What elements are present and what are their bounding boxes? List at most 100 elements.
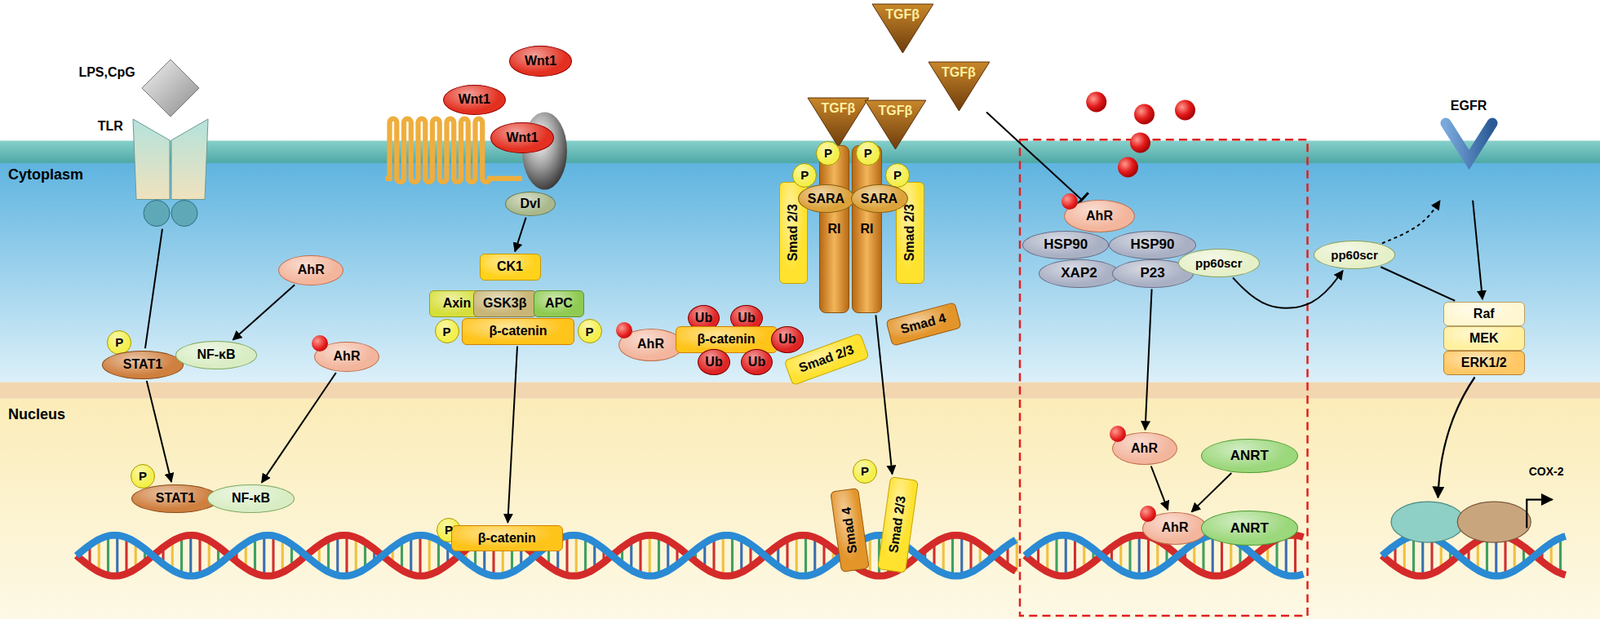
node-label: AhR: [297, 262, 325, 278]
node-label: Ub: [778, 332, 796, 347]
node-label: pp60scr: [1195, 256, 1243, 271]
kinase-box: ERK1/2: [1443, 350, 1525, 376]
background: [0, 398, 1600, 619]
dna-helix: [804, 535, 807, 577]
dna-helix: [565, 536, 568, 576]
kinase-box: Raf: [1443, 301, 1525, 327]
gene-label: COX-2: [1529, 465, 1565, 479]
node-label: STAT1: [123, 357, 163, 373]
node-label: SARA: [860, 191, 898, 207]
src-oval: pp60scr: [1313, 240, 1396, 270]
dna-helix: [1147, 536, 1150, 576]
node-label: Smad 4: [838, 506, 860, 555]
node-label: AhR: [637, 336, 665, 352]
signal-connector: [986, 112, 1082, 200]
sara-oval: SARA: [850, 184, 909, 213]
signal-connector: [1145, 288, 1153, 430]
node-label: Dvl: [520, 196, 541, 212]
dna-helix: [942, 538, 945, 574]
transcription-factors: [1457, 501, 1531, 543]
node-label: Axin: [443, 296, 472, 311]
kinase-box: MEK: [1443, 326, 1525, 351]
dna-helix: [1128, 536, 1131, 575]
dna-helix: [106, 536, 110, 576]
ligand-dot: [616, 322, 633, 339]
transcription-factors: [1391, 501, 1531, 543]
node-label: Smad 2/3: [785, 203, 801, 262]
node-label: NF-κB: [231, 491, 271, 506]
dna-helix: [124, 537, 128, 574]
dna-helix: [345, 535, 348, 577]
dna-helix: [336, 536, 339, 576]
beta-catenin-bar: β-catenin: [451, 525, 564, 553]
anrt-oval: ANRT: [1201, 510, 1299, 546]
dna-helix: [960, 536, 963, 577]
dna-helix: [1045, 539, 1049, 572]
node-label: Ub: [695, 310, 713, 326]
node-label: Ub: [704, 354, 723, 370]
node-label: Smad 4: [898, 310, 948, 337]
signal-connector: [232, 284, 295, 341]
signal-connector: [1232, 270, 1343, 309]
ligand-dots: [1174, 100, 1196, 121]
node-label: P: [864, 146, 873, 160]
dna-helix: [1275, 539, 1278, 572]
dna-helix: [428, 536, 431, 576]
background: [0, 141, 1600, 164]
egfr-receptor: EGFR: [1438, 117, 1500, 200]
background: [0, 0, 1600, 143]
dna-helix: [409, 536, 413, 575]
beta-catenin-bar: β-catenin: [461, 318, 575, 346]
signal-arrow: [1438, 377, 1476, 499]
ubiquitin: Ub: [771, 326, 803, 354]
anrt-oval: ANRT: [1201, 438, 1299, 475]
dna-helix: [1211, 536, 1215, 577]
ligand-dot: [1109, 425, 1126, 443]
node-label: RI: [828, 221, 842, 237]
signal-arrow: [1438, 377, 1553, 529]
signal-connector: [1472, 200, 1483, 300]
stat1-oval: STAT1: [101, 350, 184, 380]
dna-helix: [271, 536, 275, 577]
node-label: TGFβ: [878, 103, 914, 119]
node-label: Smad 2/3: [886, 496, 909, 555]
node-label: TGFβ: [821, 101, 856, 116]
ligand-dot: [1139, 505, 1157, 523]
dna-helix: [969, 539, 972, 573]
src-oval: pp60scr: [1178, 248, 1260, 278]
node-label: ANRT: [1230, 520, 1269, 537]
node-label: Wnt1: [505, 130, 538, 146]
dna-helix: [1064, 535, 1068, 577]
beta-catenin-bar: β-catenin: [675, 326, 778, 354]
node-label: P: [444, 522, 453, 537]
transcription-factors: [1391, 501, 1465, 543]
node-label: pp60scr: [1330, 248, 1379, 262]
nfkb-oval: NF-κB: [175, 341, 258, 370]
node-label: TGFβ: [941, 65, 976, 80]
shape-outline: [1438, 117, 1500, 200]
tgf-ligand: TGFβ: [807, 97, 869, 147]
ahr-oval: AhR: [278, 255, 344, 287]
tlr-receptor: TLR: [129, 119, 212, 228]
tgf-ligand: TGFβ: [928, 62, 990, 111]
protein-box: GSK3β: [473, 290, 537, 318]
dna-helix: [795, 536, 798, 576]
ligand-dots: [1134, 104, 1155, 125]
node-label: Smad 2/3: [796, 341, 856, 376]
dna-helix: [1382, 535, 1566, 577]
node-label: β-catenin: [478, 531, 537, 546]
node-label: P: [115, 335, 124, 350]
phospho-circle: P: [434, 319, 460, 344]
dna-helix: [648, 535, 652, 577]
ubiquitin: Ub: [697, 349, 730, 377]
smad-box: Smad 2/3: [877, 476, 919, 574]
signal-connector: [145, 229, 163, 349]
node-label: AhR: [1161, 520, 1189, 536]
node-label: Raf: [1473, 306, 1495, 322]
phospho-circle: P: [792, 163, 817, 188]
ubiquitin: Ub: [740, 349, 773, 377]
node-label: P: [893, 168, 902, 182]
signal-connector: [507, 345, 518, 523]
dna-helix: [1015, 539, 1019, 572]
